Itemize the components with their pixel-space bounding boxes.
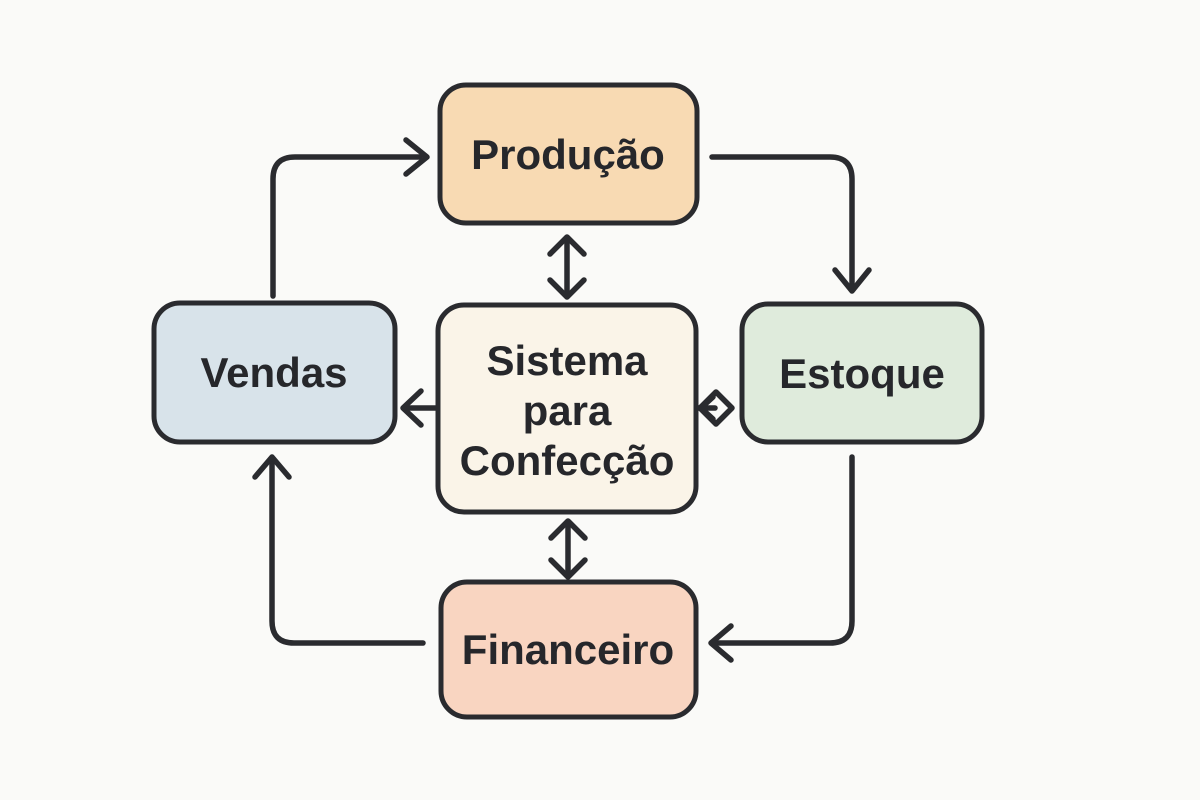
arrowhead-down-icon xyxy=(832,267,872,294)
node-sistema-label-line3: Confecção xyxy=(460,437,675,484)
node-estoque-box xyxy=(739,301,985,445)
edge-vendas-to-producao-line xyxy=(270,154,423,299)
node-producao-box xyxy=(437,82,700,226)
edge-vendas-to-producao xyxy=(270,137,430,299)
node-producao-label: Produção xyxy=(471,131,665,178)
node-vendas-box xyxy=(151,300,398,445)
node-vendas-label: Vendas xyxy=(200,349,347,396)
arrowhead-down-icon xyxy=(548,557,588,580)
arrowhead-left-icon xyxy=(400,388,424,428)
diamond-arrow-icon xyxy=(697,389,735,427)
node-financeiro: Financeiro xyxy=(438,579,699,720)
edge-sistema-estoque-double xyxy=(694,389,735,427)
node-sistema-box xyxy=(435,302,699,515)
node-sistema: Sistema para Confecção xyxy=(435,302,699,515)
edge-producao-to-estoque xyxy=(709,154,872,294)
node-financeiro-box xyxy=(438,579,699,720)
node-estoque-label: Estoque xyxy=(779,350,945,397)
edge-sistema-producao-double xyxy=(547,234,587,300)
edge-estoque-to-financeiro-line xyxy=(714,454,855,646)
arrowhead-up-icon xyxy=(252,454,292,480)
arrowhead-down-icon xyxy=(547,277,587,300)
arrowhead-up-icon xyxy=(548,518,588,541)
node-producao: Produção xyxy=(437,82,700,226)
arrowhead-left-icon xyxy=(708,623,734,663)
arrowhead-right-icon xyxy=(403,137,430,177)
edge-producao-to-estoque-line xyxy=(709,154,855,289)
node-estoque: Estoque xyxy=(739,301,985,445)
node-sistema-label-line2: para xyxy=(523,387,612,434)
edge-sistema-to-vendas xyxy=(400,388,441,428)
edge-financeiro-to-vendas-line xyxy=(269,458,426,646)
node-vendas: Vendas xyxy=(151,300,398,445)
node-financeiro-label: Financeiro xyxy=(462,626,674,673)
arrowhead-up-icon xyxy=(547,234,587,257)
edge-financeiro-to-vendas xyxy=(252,454,426,646)
node-sistema-label-line1: Sistema xyxy=(486,337,648,384)
edge-estoque-to-financeiro xyxy=(708,454,855,663)
edge-sistema-financeiro-double xyxy=(548,518,588,580)
